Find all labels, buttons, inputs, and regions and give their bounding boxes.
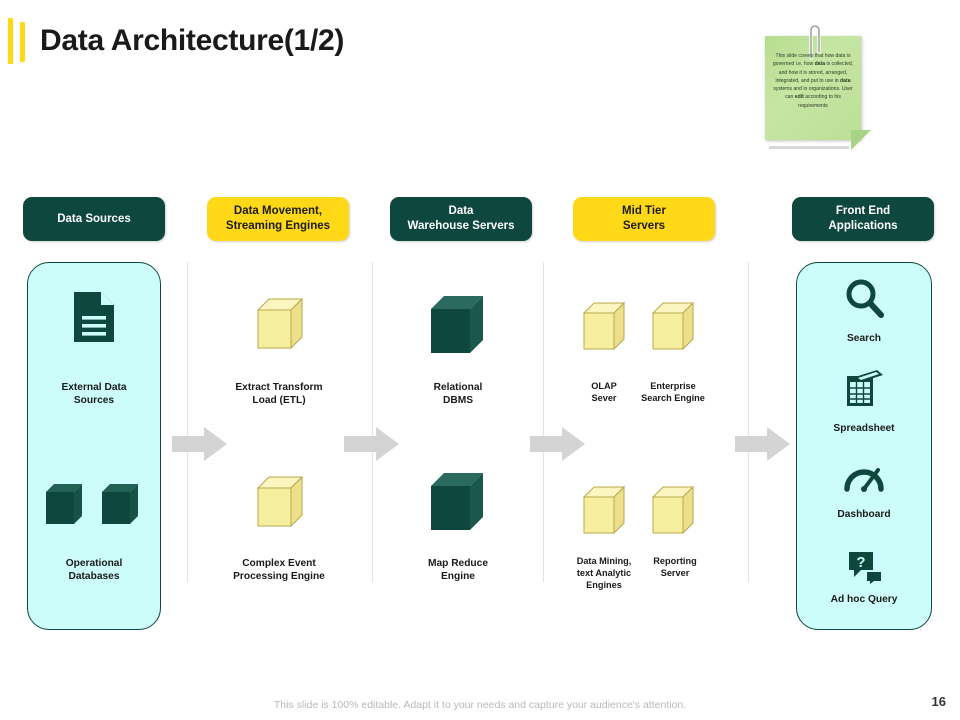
svg-text:?: ? (856, 554, 865, 571)
header-line: Servers (622, 220, 666, 232)
header-line: Data Movement, (233, 205, 323, 218)
yellow-cube-icon-cep (255, 473, 307, 538)
label-operational-databases: Operational Databases (65, 558, 123, 583)
sticky-note-text: This slide covers that how data is gover… (772, 53, 854, 109)
label-map-reduce-engine: Map Reduce Engine (427, 558, 488, 583)
label-olap-server: OLAP Sever (591, 381, 617, 403)
label-enterprise-search-engine: Enterprise Search Engine (641, 381, 705, 403)
header-line: Data (448, 205, 474, 218)
label-complex-event-processing: Complex Event Processing Engine (233, 558, 325, 583)
page-title: Data Architecture(1/2) (40, 24, 345, 57)
header-front-end[interactable]: Front End Applications (792, 197, 934, 241)
header-line: Applications (828, 220, 898, 232)
question-bubble-icon: ? (847, 550, 883, 584)
paperclip-icon (807, 22, 823, 60)
yellow-cube-icon-data-mining (581, 483, 629, 544)
header-data-sources[interactable]: Data Sources (23, 197, 165, 241)
column-divider-1 (187, 262, 188, 582)
flow-arrow-3 (530, 425, 586, 463)
title-accent-bar-2 (20, 22, 25, 62)
green-cube-icon-mapreduce (428, 470, 488, 541)
spreadsheet-icon (843, 368, 885, 410)
document-icon (72, 290, 116, 344)
label-dashboard: Dashboard (837, 509, 891, 520)
label-spreadsheet: Spreadsheet (833, 423, 895, 434)
gauge-icon (844, 462, 884, 496)
page-number: 16 (931, 694, 946, 709)
header-line: Data Sources (57, 212, 131, 225)
yellow-cube-icon-enterprise-search (650, 299, 698, 360)
label-external-data-sources: External Data Sources (61, 382, 127, 407)
header-data-movement[interactable]: Data Movement, Streaming Engines (207, 197, 349, 241)
header-data-warehouse[interactable]: Data Warehouse Servers (390, 197, 532, 241)
column-divider-4 (748, 262, 749, 582)
label-data-mining-text-analytic-engines: Data Mining, text Analytic Engines (576, 556, 632, 590)
label-etl: Extract Transform Load (ETL) (235, 382, 323, 407)
header-line: Mid Tier (622, 205, 666, 218)
label-ad-hoc-query: Ad hoc Query (830, 594, 898, 605)
database-cubes-icon (44, 478, 144, 535)
yellow-cube-icon-etl (255, 295, 307, 360)
footer-note: This slide is 100% editable. Adapt it to… (273, 699, 687, 711)
sticky-note-shadow (769, 146, 849, 149)
title-accent-bar-1 (8, 18, 13, 64)
yellow-cube-icon-olap (581, 299, 629, 360)
header-line: Warehouse Servers (407, 220, 515, 232)
column-divider-2 (372, 262, 373, 582)
label-search: Search (847, 333, 881, 344)
header-line: Streaming Engines (225, 220, 331, 232)
label-relational-dbms: Relational DBMS (433, 382, 483, 407)
label-reporting-server: Reporting Server (653, 556, 697, 578)
yellow-cube-icon-reporting-server (650, 483, 698, 544)
magnifier-icon (845, 278, 885, 320)
green-cube-icon-rdbms (428, 293, 488, 364)
sticky-note-body (765, 36, 861, 140)
header-line: Front End (835, 205, 891, 218)
column-divider-3 (543, 262, 544, 582)
flow-arrow-1 (172, 425, 228, 463)
flow-arrow-4 (735, 425, 791, 463)
header-mid-tier[interactable]: Mid Tier Servers (573, 197, 715, 241)
sticky-note: This slide covers that how data is gover… (765, 24, 871, 150)
flow-arrow-2 (344, 425, 400, 463)
sticky-note-fold (851, 130, 871, 150)
